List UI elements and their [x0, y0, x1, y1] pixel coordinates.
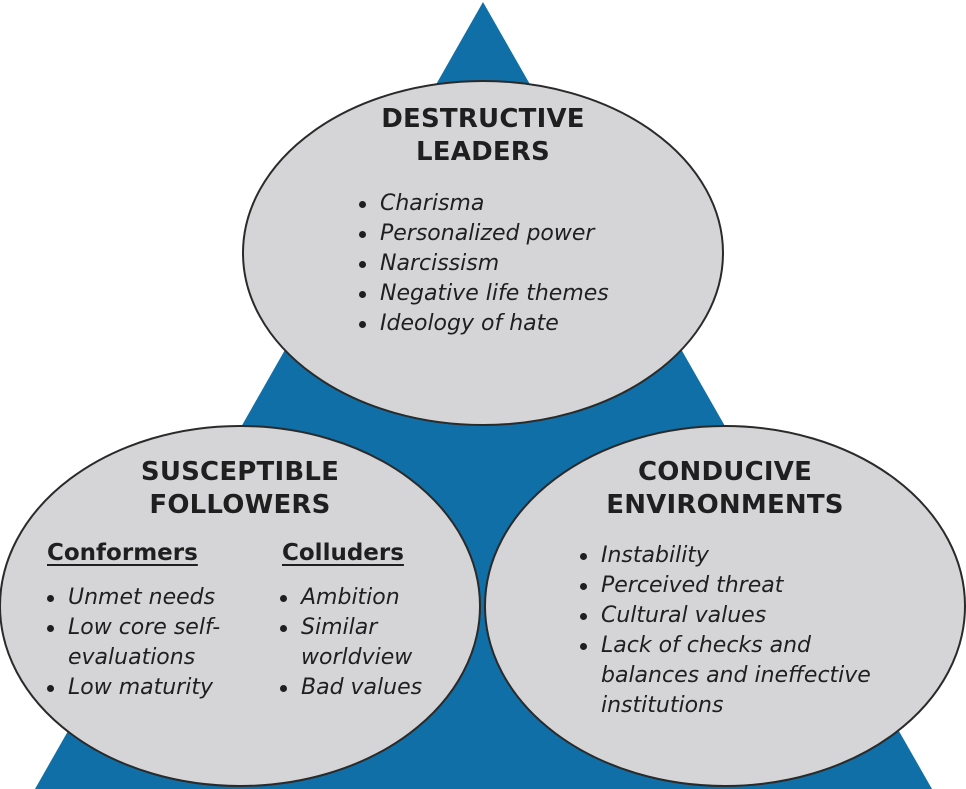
- list-item: Unmet needs: [44, 583, 220, 613]
- list-item: Charisma: [356, 189, 609, 219]
- list-item-continuation: worldview: [301, 645, 413, 670]
- list-item: Negative life themes: [356, 279, 609, 309]
- list-item-continuation: balances and ineffective: [601, 663, 871, 688]
- list-item: Low core self-: [44, 613, 220, 643]
- leaders-list: Charisma Personalized power Narcissism N…: [356, 189, 609, 339]
- colluders-heading: Colluders: [282, 540, 404, 566]
- leaders-ellipse: [242, 80, 724, 426]
- list-item: Similar: [277, 613, 422, 643]
- colluders-list: Ambition Similar worldview Bad values: [277, 583, 422, 703]
- list-item: Ideology of hate: [356, 309, 609, 339]
- list-item-continuation: evaluations: [68, 645, 196, 670]
- list-item: Bad values: [277, 673, 422, 703]
- followers-title: SUSCEPTIBLE FOLLOWERS: [90, 456, 390, 522]
- conformers-heading: Conformers: [47, 540, 198, 566]
- environments-title: CONDUCIVE ENVIRONMENTS: [575, 456, 875, 522]
- followers-title-line1: SUSCEPTIBLE: [140, 457, 340, 487]
- list-item: Low maturity: [44, 673, 220, 703]
- environments-list: Instability Perceived threat Cultural va…: [577, 541, 871, 721]
- list-item: Instability: [577, 541, 871, 571]
- list-item: Cultural values: [577, 601, 871, 631]
- followers-ellipse: [0, 425, 481, 787]
- conformers-list: Unmet needs Low core self- evaluations L…: [44, 583, 220, 703]
- environments-title-line2: ENVIRONMENTS: [606, 490, 844, 520]
- list-item: Ambition: [277, 583, 422, 613]
- followers-title-line2: FOLLOWERS: [149, 490, 331, 520]
- leaders-title-line2: LEADERS: [416, 137, 550, 167]
- environments-ellipse: [484, 425, 966, 787]
- leaders-title-line1: DESTRUCTIVE: [381, 104, 585, 134]
- list-item: Narcissism: [356, 249, 609, 279]
- list-item-continuation: institutions: [601, 693, 724, 718]
- environments-title-line1: CONDUCIVE: [637, 457, 813, 487]
- list-item: Perceived threat: [577, 571, 871, 601]
- list-item: Lack of checks and: [577, 631, 871, 661]
- leaders-title: DESTRUCTIVE LEADERS: [333, 103, 633, 169]
- list-item: Personalized power: [356, 219, 609, 249]
